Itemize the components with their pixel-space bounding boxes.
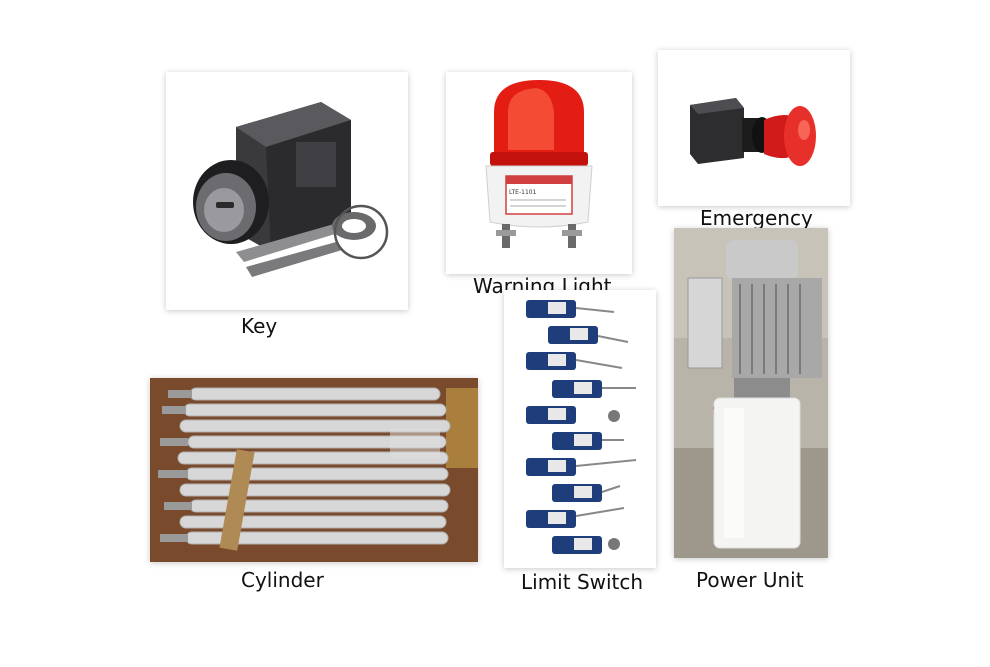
warning-light-label-text: LTE-1101	[509, 189, 537, 196]
warning-light-photo: LTE-1101	[446, 72, 632, 274]
limit-switch-label: Limit Switch	[521, 570, 644, 594]
cylinder-photo	[150, 378, 478, 562]
limit-switch-photo	[504, 290, 656, 568]
limit-switch-image	[504, 290, 656, 568]
key-switch-photo	[166, 72, 408, 310]
cylinder-image	[150, 378, 478, 562]
power-unit-image	[674, 228, 828, 558]
key-switch-image	[166, 72, 408, 310]
power-unit-label: Power Unit	[696, 568, 804, 592]
key-label: Key	[241, 314, 278, 338]
emergency-label: Emergency	[700, 206, 813, 230]
emergency-button-photo	[658, 50, 850, 206]
warning-light-image: LTE-1101	[446, 72, 632, 274]
power-unit-photo	[674, 228, 828, 558]
cylinder-label: Cylinder	[241, 568, 324, 592]
emergency-button-image	[658, 50, 850, 206]
